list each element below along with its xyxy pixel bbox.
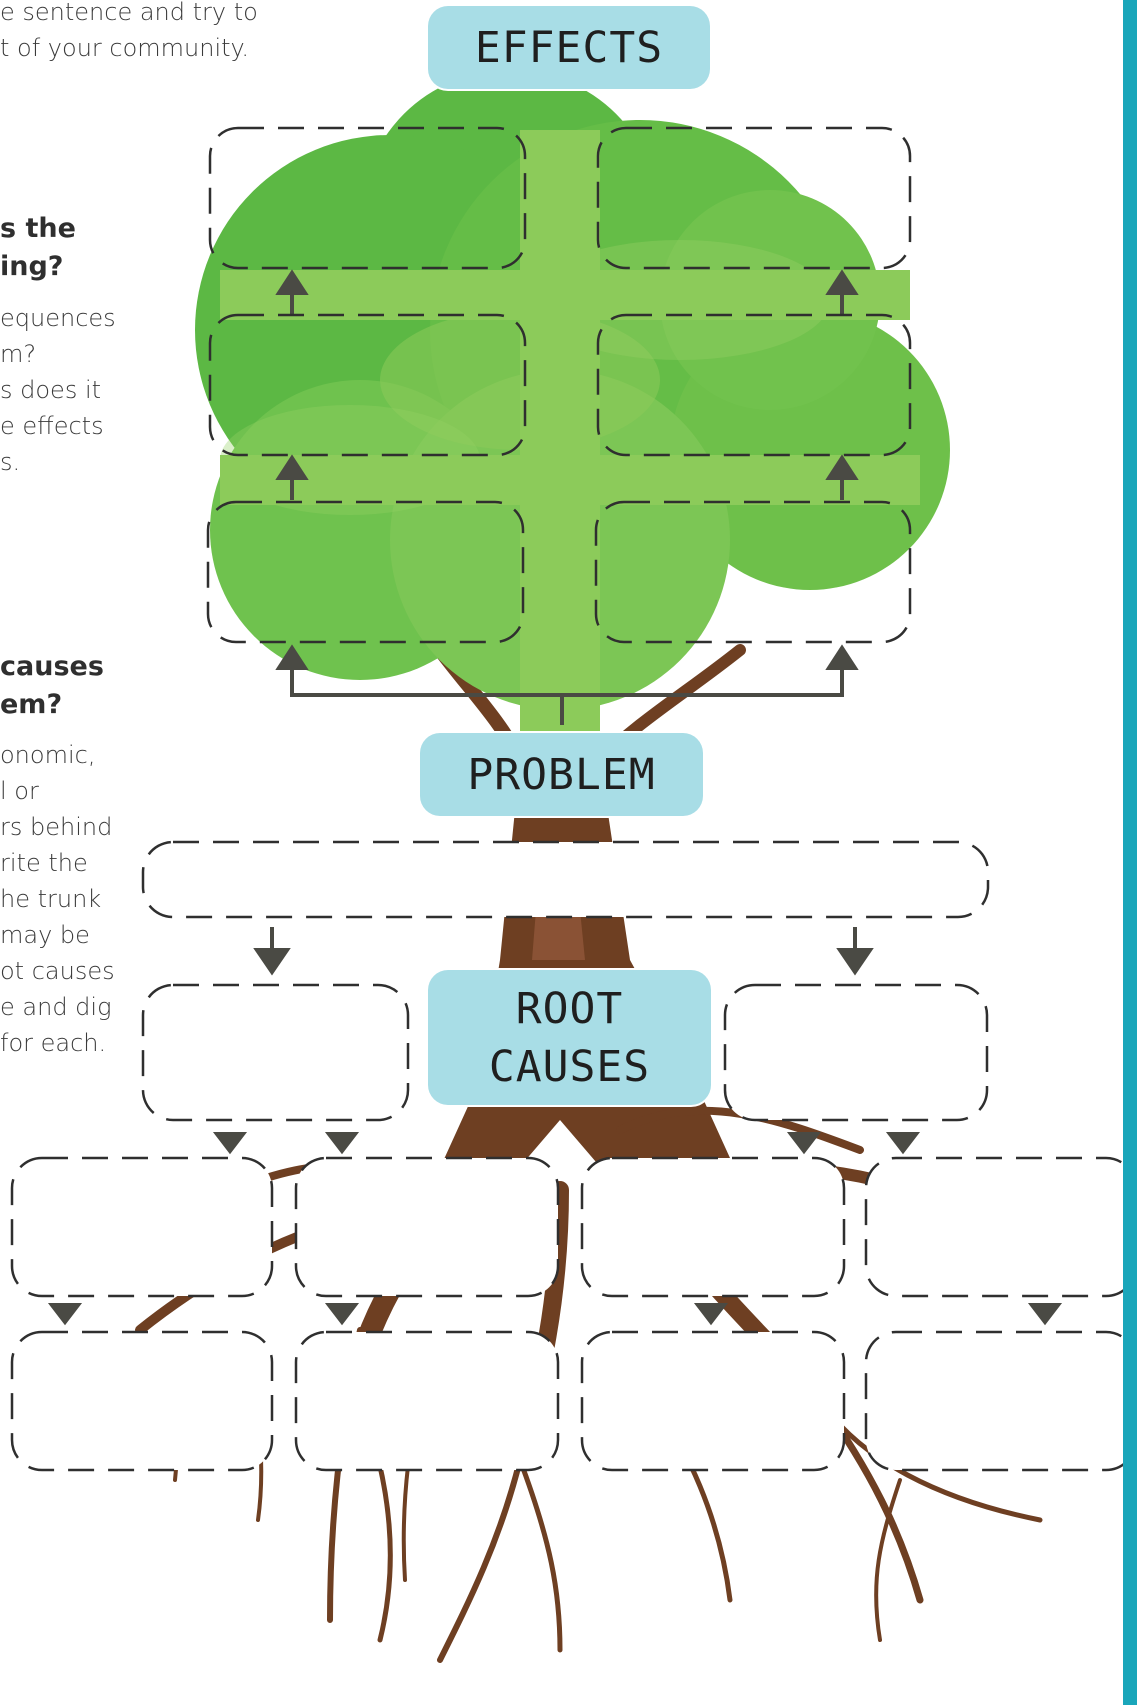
intro-text: e sentence and try to t of your communit… <box>0 0 258 66</box>
effects-hint-line: m? <box>0 336 116 372</box>
effects-hint: equences m? s does it e effects s. <box>0 300 116 480</box>
causes-hint-line: may be <box>0 917 115 953</box>
effects-hint-line: equences <box>0 300 116 336</box>
sub-cause-box <box>866 1332 1136 1470</box>
sub-cause-box <box>866 1158 1136 1296</box>
causes-hint-line: e and dig <box>0 989 115 1025</box>
root-cause-box <box>725 985 987 1120</box>
accent-rail <box>1123 0 1137 1705</box>
root-causes-label: ROOT CAUSES <box>428 970 711 1105</box>
sub-cause-box <box>296 1332 558 1470</box>
sub-cause-box <box>12 1332 272 1470</box>
sub-cause-box <box>582 1158 844 1296</box>
effects-hint-line: s. <box>0 444 116 480</box>
causes-hint-line: for each. <box>0 1025 115 1061</box>
causes-hint: onomic, l or rs behind rite the he trunk… <box>0 737 115 1061</box>
effects-hint-line: e effects <box>0 408 116 444</box>
problem-label-text: PROBLEM <box>467 746 655 804</box>
causes-hint-line: rite the <box>0 845 115 881</box>
causes-question-line: em? <box>0 686 104 724</box>
intro-line: e sentence and try to <box>0 0 258 30</box>
causes-hint-line: ot causes <box>0 953 115 989</box>
effects-question: s the ing? <box>0 210 76 286</box>
causes-hint-line: l or <box>0 773 115 809</box>
intro-line: t of your community. <box>0 30 258 66</box>
problem-box <box>143 842 988 917</box>
effects-hint-line: s does it <box>0 372 116 408</box>
causes-question: causes em? <box>0 648 104 724</box>
effects-label: EFFECTS <box>428 6 710 89</box>
root-cause-box <box>143 985 408 1120</box>
sub-cause-box <box>296 1158 558 1296</box>
effects-question-line: ing? <box>0 248 76 286</box>
root-causes-label-line2: CAUSES <box>489 1038 650 1096</box>
effects-question-line: s the <box>0 210 76 248</box>
sub-cause-box <box>12 1158 272 1296</box>
problem-label: PROBLEM <box>420 733 703 816</box>
effects-label-text: EFFECTS <box>475 19 663 77</box>
causes-hint-line: onomic, <box>0 737 115 773</box>
sub-cause-box <box>582 1332 844 1470</box>
causes-hint-line: rs behind <box>0 809 115 845</box>
root-causes-label-line1: ROOT <box>516 980 624 1038</box>
causes-hint-line: he trunk <box>0 881 115 917</box>
causes-question-line: causes <box>0 648 104 686</box>
